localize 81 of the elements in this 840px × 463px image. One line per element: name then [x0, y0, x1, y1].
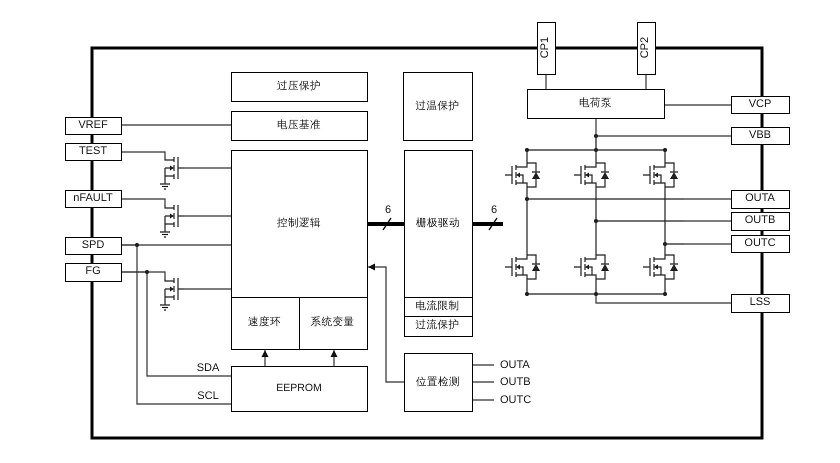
pin-box [731, 235, 790, 253]
mosfet-bridge-drawing [503, 149, 684, 295]
mosfet-symbol [160, 278, 184, 311]
signal-name: OUTC [494, 393, 532, 407]
mosfet-symbol [160, 205, 184, 238]
pin-name: OUTB [744, 214, 776, 228]
bus-width-label: 6 [384, 204, 392, 216]
pin-name: VBB [748, 128, 771, 142]
function-block [404, 150, 473, 337]
arrow [262, 350, 268, 366]
pin-box [637, 22, 656, 75]
wire [122, 151, 166, 157]
pin-box [731, 127, 790, 145]
wire [122, 124, 231, 126]
block-label: 电流限制 [416, 300, 460, 312]
block-label: 位置检测 [416, 376, 460, 388]
pin-name: VREF [78, 118, 108, 132]
pin-name: VCP [748, 98, 772, 112]
pin-box [65, 117, 122, 135]
block-label: 过流保护 [416, 319, 460, 332]
pin-name: OUTC [744, 236, 776, 250]
pin-box [731, 212, 790, 231]
function-block [404, 353, 473, 412]
wire [684, 198, 731, 200]
pin-box [731, 294, 790, 313]
block-label: 过压保护 [277, 80, 321, 93]
function-block [231, 366, 368, 412]
pin-name: FG [85, 265, 101, 279]
wire [684, 220, 731, 222]
wire [184, 288, 231, 290]
wire [473, 364, 494, 366]
signal-name: SDA [196, 362, 220, 374]
pin-box [537, 22, 556, 75]
pin-name: SPD [82, 238, 104, 252]
function-block [231, 72, 368, 102]
block-label: 速度环 [248, 316, 281, 329]
wire [545, 75, 547, 89]
pin-box [65, 263, 122, 282]
block-label: 系统变量 [310, 316, 354, 329]
wire [473, 381, 494, 383]
pin-name: TEST [78, 144, 108, 158]
pin-box [731, 190, 790, 209]
block-label: 过温保护 [416, 100, 460, 112]
function-block [403, 72, 473, 141]
signal-name: SCL [196, 390, 220, 402]
wire [684, 243, 731, 245]
mosfet-symbol [160, 157, 184, 190]
wire [184, 167, 231, 169]
wire [645, 75, 647, 89]
wire [473, 399, 494, 401]
pin-box [65, 143, 122, 161]
bus-width-label: 6 [490, 204, 498, 216]
wire [184, 215, 231, 217]
wire [665, 104, 731, 106]
pin-box [731, 96, 790, 114]
pin-name: CP2 [639, 37, 652, 59]
function-block [527, 89, 665, 119]
wire [122, 244, 231, 405]
pin-name: CP1 [539, 37, 552, 59]
pin-box [65, 190, 122, 208]
wire [122, 271, 231, 377]
arrow [368, 264, 404, 383]
function-block [231, 150, 368, 350]
signal-name: OUTA [494, 358, 530, 372]
block-label: 电荷泵 [579, 97, 612, 110]
wire [595, 295, 731, 304]
block-label: 电压基准 [277, 119, 321, 132]
signal-name: OUTB [494, 375, 531, 389]
pin-name: nFAULT [73, 192, 113, 206]
pin-box [65, 237, 122, 255]
block-label: 控制逻辑 [277, 217, 321, 230]
wire [122, 198, 166, 205]
wire [595, 135, 731, 149]
block-label: 栅极驱动 [416, 217, 460, 230]
bus-line [368, 222, 404, 226]
block-label: EEPROM [276, 382, 322, 395]
pin-name: LSS [750, 296, 770, 310]
bus-line [473, 222, 503, 226]
function-block [231, 111, 368, 141]
pin-name: OUTA [745, 192, 775, 206]
arrow [330, 350, 338, 366]
